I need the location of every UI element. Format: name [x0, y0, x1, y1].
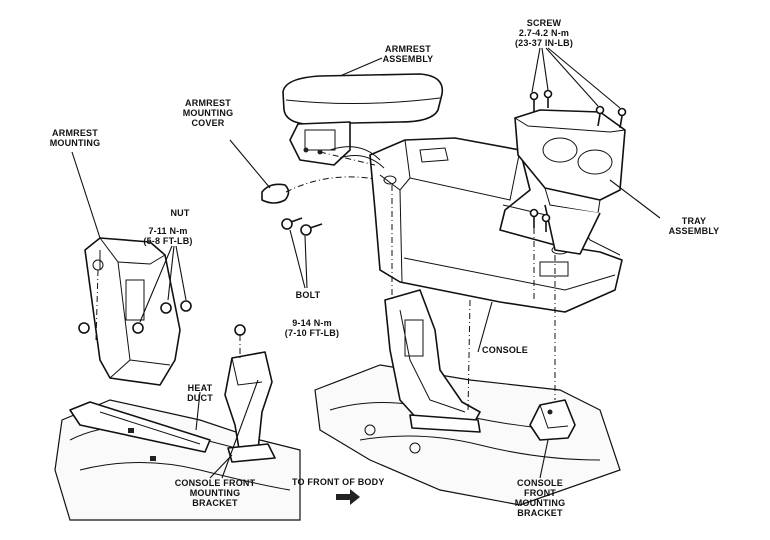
armrest-mounting-left [84, 237, 181, 386]
label-console: CONSOLE [482, 345, 528, 355]
screw-group [529, 89, 627, 232]
label-screw: SCREW 2.7-4.2 N-m (23-37 IN-LB) [514, 18, 574, 48]
bolt-group [281, 217, 323, 236]
label-armrest-assembly: ARMREST ASSEMBLY [382, 44, 434, 64]
leader-lines [71, 47, 661, 479]
label-bolt: BOLT [295, 290, 321, 300]
label-nut-torque: 7-11 N-m (5-8 FT-LB) [143, 226, 193, 246]
label-to-front-of-body: TO FRONT OF BODY [292, 477, 385, 487]
label-bolt-torque: 9-14 N-m (7-10 FT-LB) [284, 318, 340, 338]
armrest-pad [282, 73, 444, 125]
nut-group [78, 300, 192, 334]
label-armrest-mounting-cover: ARMREST MOUNTING COVER [182, 98, 234, 128]
label-armrest-mounting: ARMREST MOUNTING [49, 128, 101, 148]
tray-assembly [514, 109, 626, 201]
label-console-front-mounting-bracket-left: CONSOLE FRONT MOUNTING BRACKET [174, 478, 256, 508]
front-direction-arrow [336, 489, 360, 505]
console-rear-support [384, 289, 481, 431]
armrest-hinge [289, 121, 351, 166]
console-body [369, 137, 623, 313]
label-console-front-mounting-bracket-right: CONSOLE FRONT MOUNTING BRACKET [514, 478, 566, 518]
label-heat-duct: HEAT DUCT [187, 383, 213, 403]
armrest-mounting-cover [261, 183, 290, 204]
label-tray-assembly: TRAY ASSEMBLY [668, 216, 720, 236]
label-nut: NUT [170, 208, 190, 218]
heat-duct [69, 401, 211, 453]
